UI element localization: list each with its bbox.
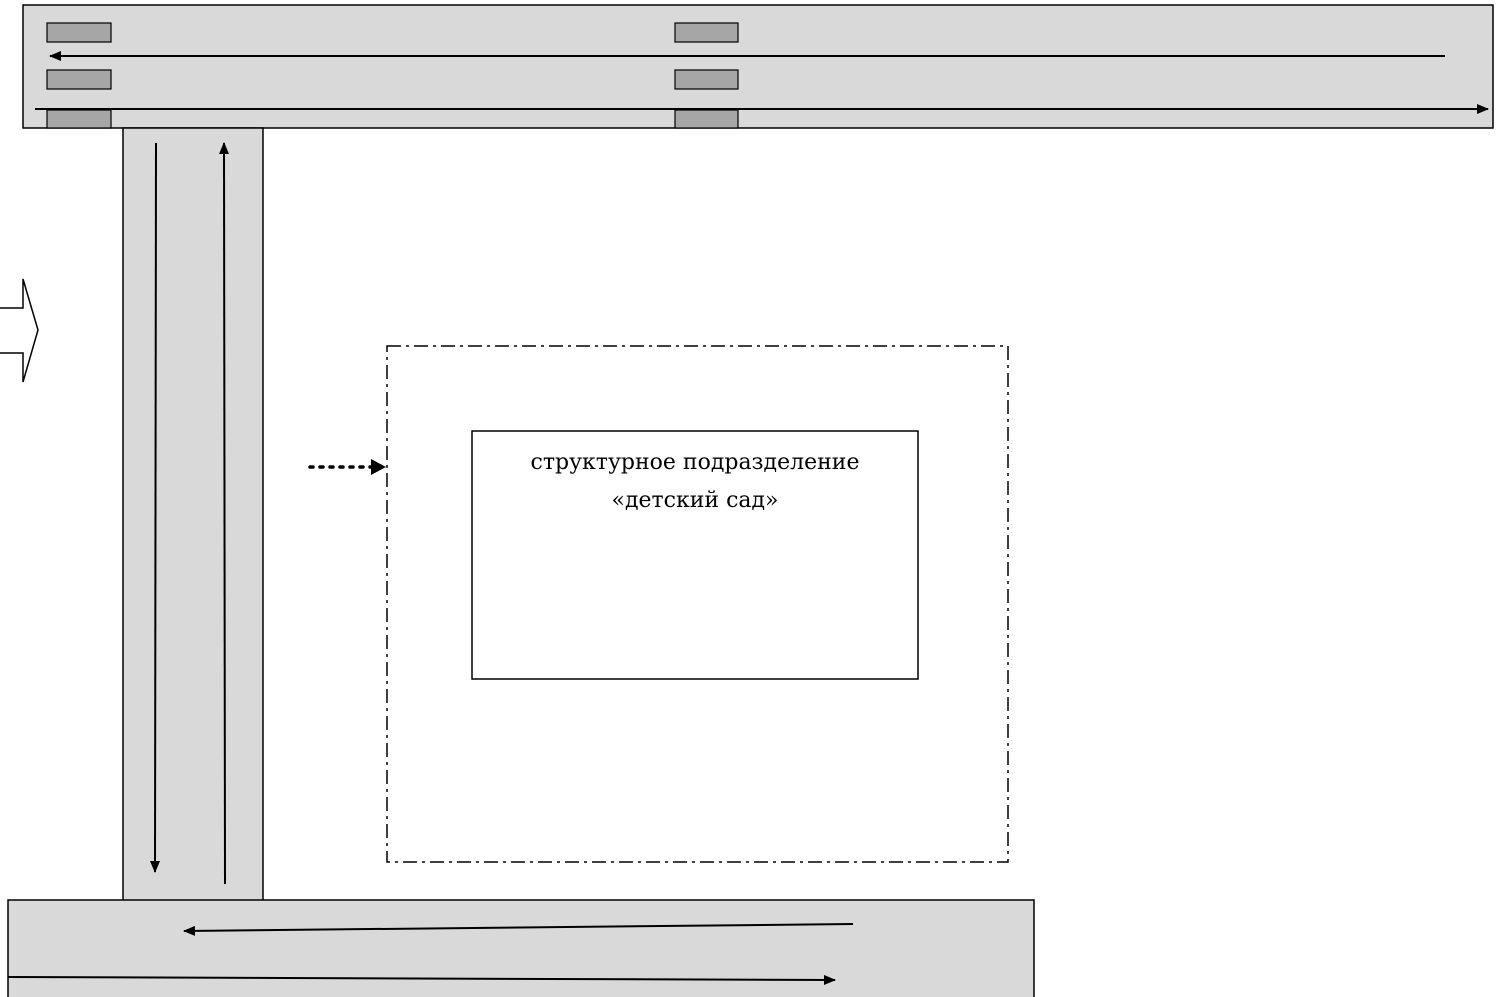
traffic-arrow-up (219, 142, 230, 885)
crossing-stripe (46, 69, 112, 90)
traffic-arrow-down (150, 142, 161, 873)
territory-boundary (386, 345, 1009, 863)
vertical-road (122, 127, 264, 902)
pedestrian-path-arrowhead-icon (371, 459, 386, 475)
crossing-stripe (46, 22, 112, 43)
crossing-stripe (674, 69, 739, 90)
crossing-stripe (674, 109, 739, 129)
entrance-arrow-icon (0, 278, 39, 383)
building-label-line1: структурное подразделение (531, 450, 860, 475)
traffic-arrow-right (7, 974, 836, 985)
top-road (22, 4, 1494, 129)
crossing-stripe (674, 22, 739, 43)
bottom-road (7, 899, 1035, 997)
kindergarten-building (471, 430, 919, 680)
crossing-stripe (46, 109, 112, 129)
traffic-arrow-left (183, 923, 854, 936)
building-label-line2: «детский сад» (611, 488, 778, 513)
